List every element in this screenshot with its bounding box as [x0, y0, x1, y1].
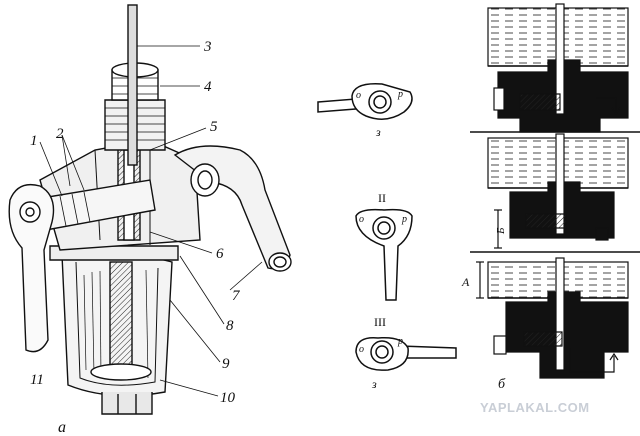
schematic-sections: Б А б [461, 3, 640, 392]
level-a-label: А [461, 275, 470, 289]
label-7: 7 [232, 288, 241, 304]
position-I: о р з [317, 83, 413, 139]
label-2: 2 [56, 126, 64, 142]
filter-element [109, 261, 133, 373]
label-11: 11 [30, 372, 44, 388]
label-3: 3 [203, 39, 212, 55]
position-III-letter-p: р [397, 336, 403, 347]
position-I-caption: з [375, 125, 381, 139]
position-I-letter-o: о [356, 90, 361, 101]
fuel-tap-assembly [8, 4, 292, 415]
label-1: 1 [30, 133, 38, 149]
position-III: III о р з [355, 315, 457, 391]
position-II-letter-o: о [359, 214, 364, 225]
position-III-letter-o: о [359, 344, 364, 355]
intake-tube [127, 4, 138, 166]
position-III-caption: з [371, 377, 377, 391]
bottom-nut [101, 392, 153, 415]
position-II: II о р [355, 191, 413, 301]
section-3: А [461, 257, 629, 379]
label-4: 4 [204, 79, 212, 95]
position-II-roman: II [378, 191, 386, 205]
section-2: Б [487, 133, 629, 249]
label-9: 9 [222, 356, 230, 372]
panel-a-label: а [58, 419, 66, 436]
label-10: 10 [220, 390, 236, 406]
position-III-roman: III [374, 315, 386, 329]
panel-b-label: б [498, 377, 506, 392]
label-5: 5 [210, 119, 218, 135]
label-6: 6 [216, 246, 224, 262]
section-1 [487, 3, 629, 133]
watermark: YAPLAKAL.COM [480, 400, 590, 415]
part-numbers: 1 2 3 4 5 6 7 8 9 10 11 а [30, 39, 241, 436]
position-II-letter-p: р [401, 214, 407, 225]
label-8: 8 [226, 318, 234, 334]
position-I-letter-p: р [397, 89, 403, 100]
level-b-label: Б [495, 227, 507, 235]
leader-lines [39, 45, 263, 397]
lever-handle [8, 183, 55, 353]
